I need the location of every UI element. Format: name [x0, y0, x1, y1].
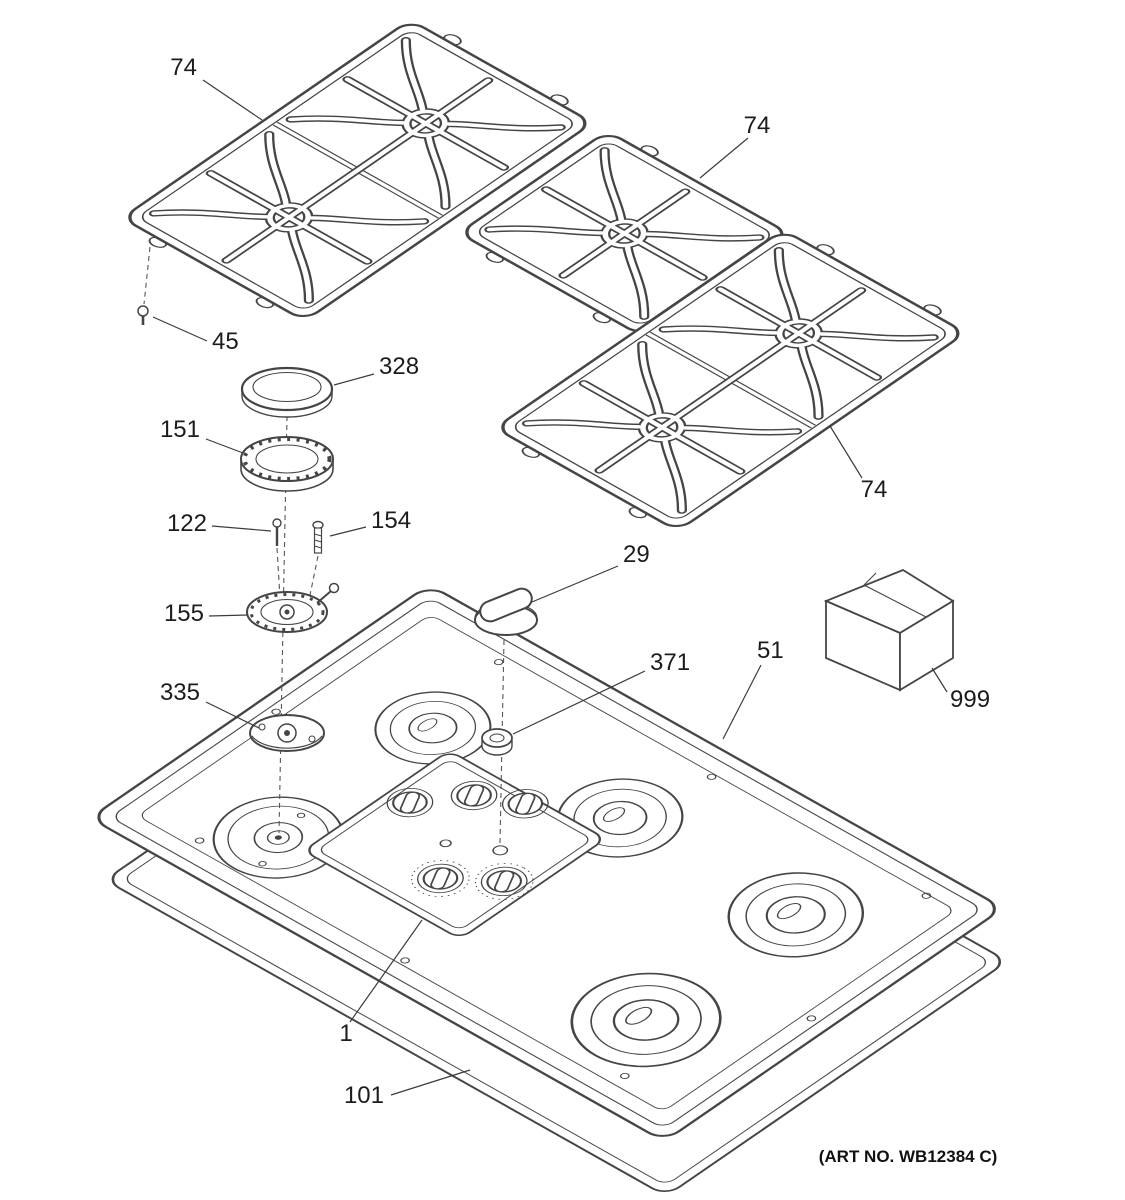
burner-cap-328: [240, 366, 334, 418]
part-number-label: 74: [744, 112, 771, 139]
callout-grate-center: 74: [699, 112, 771, 179]
screw-154: [312, 520, 324, 554]
callout-burner-base: 155: [164, 600, 249, 627]
box-flap-seam: [863, 584, 927, 618]
grate-screw-45: [137, 305, 149, 325]
igniter-ring: [492, 845, 509, 856]
callout-screw-small: 122: [167, 510, 272, 537]
part-number-label: 999: [950, 686, 990, 713]
part-number-label: 1: [339, 1020, 352, 1047]
callout-grate-right: 74: [829, 425, 888, 503]
part-number-label: 74: [170, 54, 197, 81]
knob-tick-marks: [411, 860, 470, 897]
rim-screw-holes: [194, 659, 932, 1080]
burner-ports: [242, 437, 332, 481]
part-number-label: 122: [167, 510, 207, 537]
burner-base-155: [246, 582, 340, 633]
callout-main-top: 51: [722, 637, 784, 740]
part-number-label: 154: [371, 507, 411, 534]
part-number-label: 328: [379, 353, 419, 380]
part-number-label: 29: [623, 541, 650, 568]
electrode-tip: [328, 582, 340, 594]
art-number-text: (ART NO. WB12384 C): [819, 1147, 998, 1166]
part-number-label: 155: [164, 600, 204, 627]
igniter-grommet-371: [481, 728, 513, 756]
orifice-holder-335: [249, 714, 325, 752]
electrode-arm: [316, 590, 332, 604]
callout-igniter-grommet: 371: [512, 649, 690, 735]
part-number-label: 371: [650, 649, 690, 676]
knob-tick-marks: [474, 863, 534, 900]
control-knob-29: [474, 587, 538, 636]
part-number-label: 151: [160, 416, 200, 443]
part-number-label: 51: [757, 637, 784, 664]
callout-control-knob: 29: [531, 541, 650, 603]
screw-122: [272, 518, 282, 546]
part-number-label: 74: [861, 476, 888, 503]
part-number-label: 101: [344, 1082, 384, 1109]
callout-shipping-box: 999: [931, 667, 990, 713]
igniter-button: [439, 839, 452, 848]
callout-orifice-holder: 335: [160, 679, 260, 729]
box-flap-edge: [863, 572, 877, 586]
shipping-box-999: [823, 568, 955, 692]
callout-burner-box: 101: [344, 1069, 471, 1109]
callout-grate-left: 74: [170, 54, 263, 121]
callout-control-panel: 1: [339, 919, 423, 1047]
burner-head-151: [240, 436, 334, 492]
callouts: 74 74 74 45 328 151 122 154: [152, 54, 990, 1109]
burner-opening-left: [212, 796, 345, 879]
callout-grate-screw: 45: [152, 316, 239, 355]
callout-burner-cap: 328: [333, 353, 419, 386]
part-number-label: 45: [212, 328, 239, 355]
part-number-label: 335: [160, 679, 200, 706]
callout-burner-head: 151: [160, 416, 244, 454]
control-panel: [308, 753, 602, 937]
callout-screw-long: 154: [329, 507, 411, 537]
